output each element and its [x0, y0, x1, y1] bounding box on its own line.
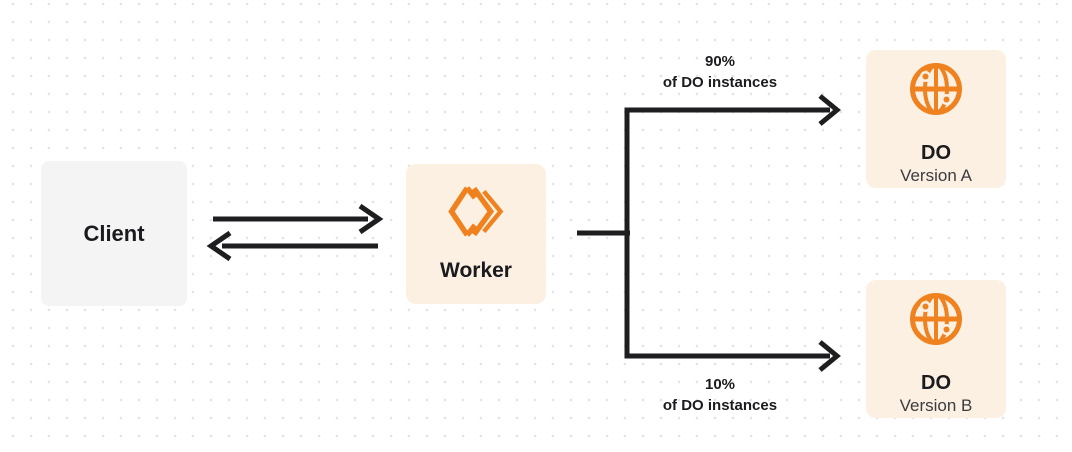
- do-version-a-node[interactable]: DO Version A: [866, 50, 1006, 188]
- arrowhead-top-branch-icon: [818, 94, 841, 126]
- do-a-title: DO: [921, 142, 951, 164]
- globe-icon: [908, 61, 964, 117]
- arrowhead-left-icon: [206, 230, 232, 262]
- client-node[interactable]: Client: [41, 161, 187, 306]
- do-a-subtitle: Version A: [900, 166, 972, 185]
- do-b-subtitle: Version B: [899, 396, 973, 415]
- bottom-branch-label: 10% of DO instances: [620, 374, 820, 416]
- client-label: Client: [83, 220, 145, 246]
- top-branch-percent: 90%: [704, 53, 736, 70]
- arrowhead-bottom-branch-icon: [818, 340, 841, 372]
- worker-label: Worker: [440, 259, 512, 282]
- top-branch-label: 90% of DO instances: [620, 51, 820, 93]
- do-version-b-node[interactable]: DO Version B: [866, 280, 1006, 418]
- branch-trunk: [624, 107, 830, 359]
- arrowhead-right-icon: [358, 203, 384, 235]
- workers-logo-icon: [447, 185, 505, 238]
- worker-node[interactable]: Worker: [406, 164, 546, 304]
- bottom-branch-caption: of DO instances: [662, 397, 778, 414]
- do-b-title: DO: [921, 372, 951, 394]
- globe-icon: [908, 291, 964, 347]
- top-branch-caption: of DO instances: [662, 74, 778, 91]
- bottom-branch-percent: 10%: [704, 376, 736, 393]
